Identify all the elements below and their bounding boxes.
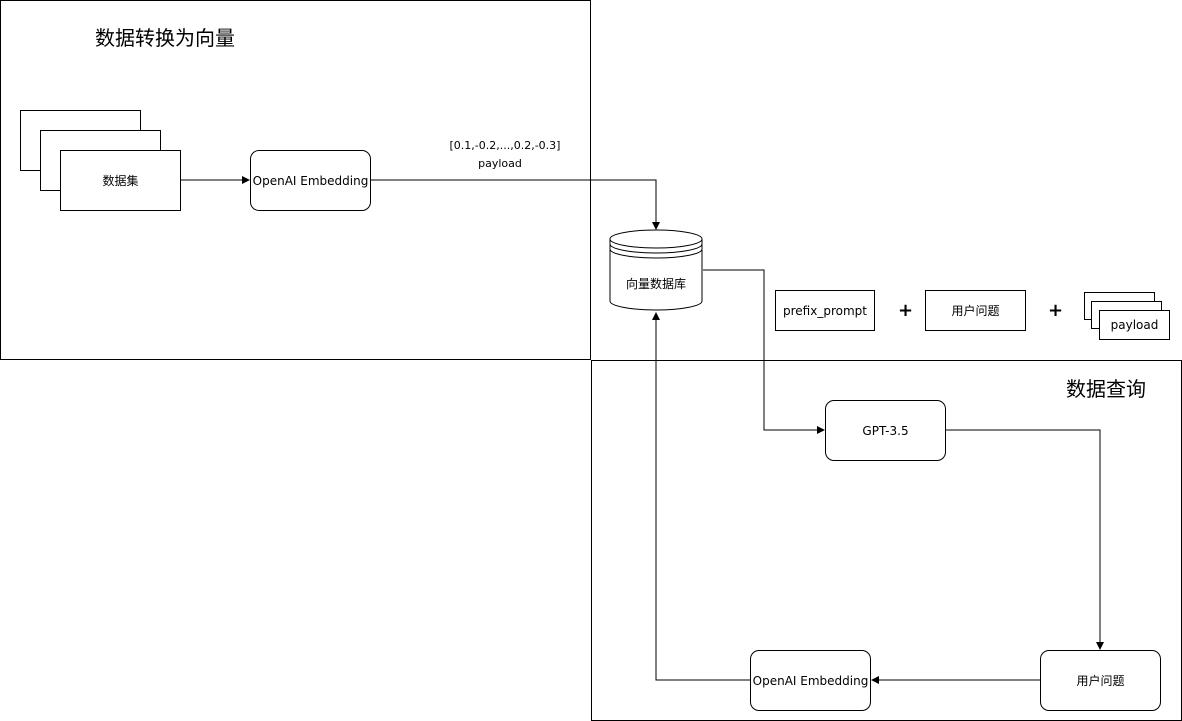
embedding-node-top[interactable]: OpenAI Embedding xyxy=(250,150,371,211)
vector-db-label: 向量数据库 xyxy=(625,277,686,291)
payload-stack-label: payload xyxy=(1110,318,1159,332)
dataset-label: 数据集 xyxy=(102,174,139,188)
plus-sign-1: + xyxy=(898,300,914,321)
user-question-prompt-box: 用户问题 xyxy=(925,290,1026,331)
dataset-node[interactable]: 数据集 xyxy=(60,150,181,211)
payload-stack-front: payload xyxy=(1099,310,1170,340)
user-question-node[interactable]: 用户问题 xyxy=(1040,650,1161,711)
user-question-label: 用户问题 xyxy=(1076,674,1125,688)
vectorize-section-title: 数据转换为向量 xyxy=(95,26,235,50)
vector-db-cylinder-icon[interactable] xyxy=(609,229,703,313)
gpt-node[interactable]: GPT-3.5 xyxy=(825,400,946,461)
prefix-prompt-box: prefix_prompt xyxy=(775,290,875,331)
prefix-prompt-label: prefix_prompt xyxy=(783,303,867,318)
plus-sign-2: + xyxy=(1048,300,1064,321)
payload-edge-label: payload xyxy=(478,157,522,170)
embedding-top-label: OpenAI Embedding xyxy=(252,173,369,188)
gpt-label: GPT-3.5 xyxy=(862,423,909,438)
query-section-title: 数据查询 xyxy=(1066,377,1146,401)
embedding-node-bottom[interactable]: OpenAI Embedding xyxy=(750,650,871,711)
user-question-prompt-label: 用户问题 xyxy=(951,304,1000,318)
embedding-bottom-label: OpenAI Embedding xyxy=(752,673,869,688)
vector-values-label: [0.1,-0.2,...,0.2,-0.3] xyxy=(449,139,561,152)
